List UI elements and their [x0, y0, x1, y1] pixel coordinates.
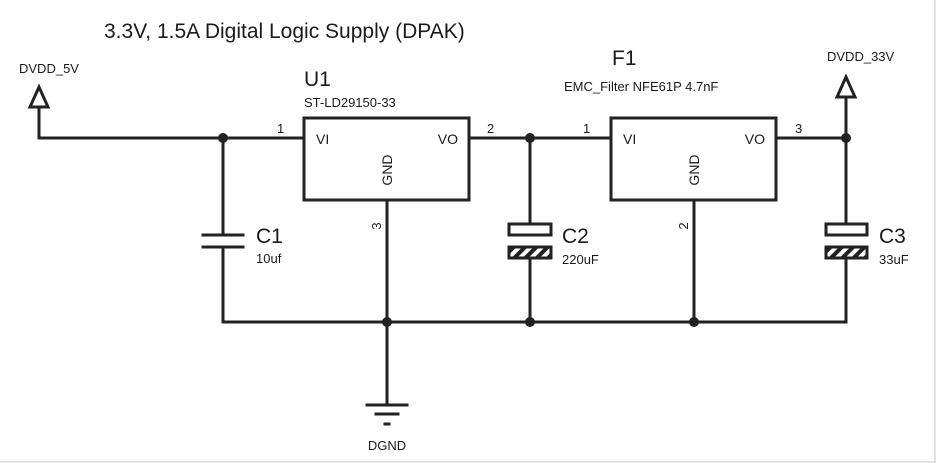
ground-bus — [221, 317, 848, 327]
capacitor-c1[interactable]: C1 10uf — [201, 136, 283, 324]
f1-pin-gnd-label: GND — [686, 154, 702, 185]
net-label-dvdd-5v: DVDD_5V — [19, 61, 79, 76]
c2-ref: C2 — [562, 225, 589, 248]
power-arrow-icon — [834, 73, 858, 99]
c3-ref: C3 — [879, 225, 906, 248]
f1-pin-vi-number: 1 — [583, 121, 590, 136]
c3-value: 33uF — [879, 252, 909, 267]
u1-pin-gnd-number: 3 — [369, 222, 384, 229]
u1-value: ST-LD29150-33 — [304, 95, 396, 110]
power-arrow-icon — [27, 83, 51, 109]
f1-value: EMC_Filter NFE61P 4.7nF — [564, 79, 718, 94]
schematic-title: 3.3V, 1.5A Digital Logic Supply (DPAK) — [104, 20, 465, 43]
regulator-u1[interactable]: U1 ST-LD29150-33 VI VO GND 1 2 3 — [277, 68, 494, 324]
f1-pin-vo-label: VO — [745, 131, 765, 147]
f1-pin-gnd-number: 2 — [676, 222, 691, 229]
u1-pin-vi-label: VI — [316, 131, 329, 147]
f1-pin-vi-label: VI — [623, 131, 636, 147]
filter-f1[interactable]: F1 EMC_Filter NFE61P 4.7nF VI VO GND 1 3… — [564, 47, 802, 324]
u1-pin-vo-label: VO — [438, 131, 458, 147]
c3-negative-plate — [824, 245, 869, 260]
net-label-dgnd: DGND — [368, 438, 406, 453]
c2-negative-plate — [507, 245, 553, 260]
f1-ref: F1 — [612, 47, 637, 70]
c1-value: 10uf — [256, 251, 282, 266]
u1-pin-gnd-label: GND — [379, 154, 395, 185]
junction-dot — [525, 317, 535, 327]
f1-pin-vo-number: 3 — [795, 121, 802, 136]
u1-body — [302, 116, 471, 202]
c2-positive-plate — [507, 222, 553, 237]
u1-pin-vi-number: 1 — [277, 121, 284, 136]
c3-positive-plate — [824, 222, 869, 237]
power-port-dvdd-33v[interactable]: DVDD_33V — [827, 49, 895, 140]
ground-port-dgnd[interactable]: DGND — [365, 320, 409, 453]
capacitor-c3[interactable]: C3 33uF — [824, 136, 909, 324]
capacitor-c2[interactable]: C2 220uF — [507, 136, 599, 324]
net-label-dvdd-33v: DVDD_33V — [827, 49, 895, 64]
junction-dot — [689, 317, 699, 327]
u1-ref: U1 — [304, 68, 331, 91]
power-port-dvdd-5v[interactable]: DVDD_5V — [19, 61, 79, 140]
u1-pin-vo-number: 2 — [487, 121, 494, 136]
wire-input — [37, 133, 306, 143]
wire-output — [774, 133, 851, 143]
c2-value: 220uF — [562, 252, 599, 267]
c1-ref: C1 — [256, 225, 283, 248]
